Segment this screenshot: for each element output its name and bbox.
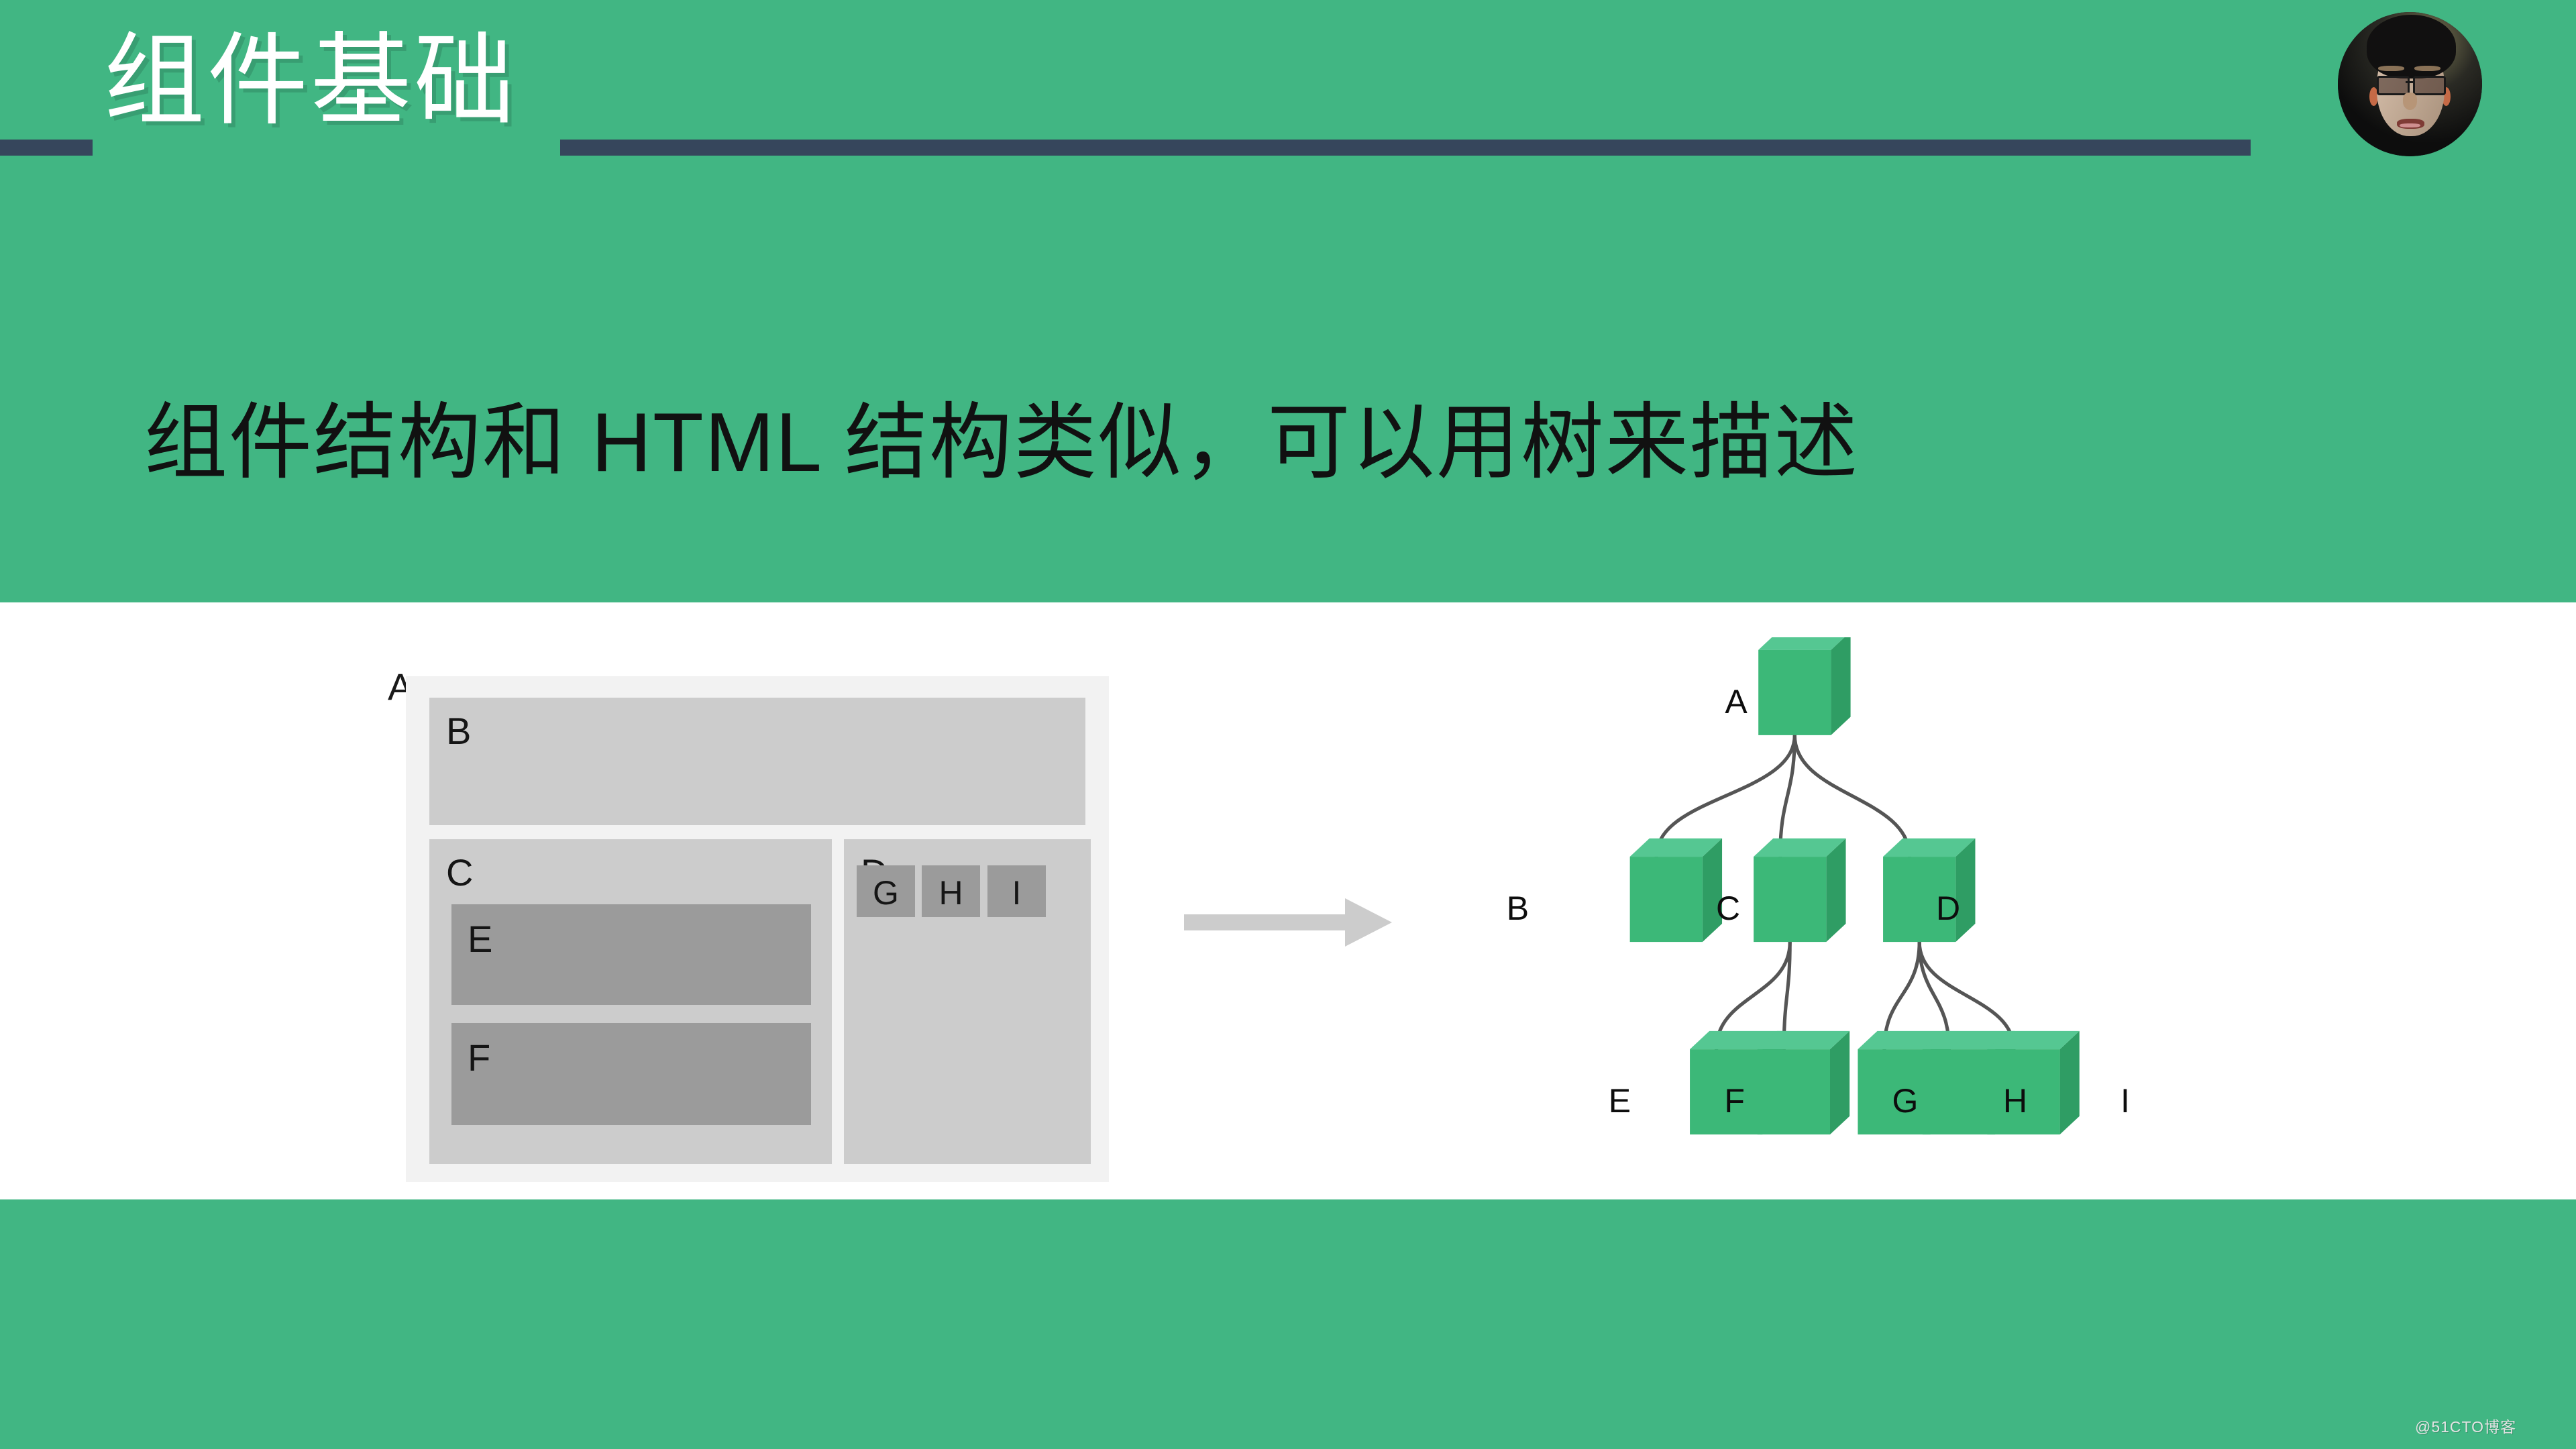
tree-node-label-i: I — [2121, 1081, 2130, 1120]
tree-node-i — [1987, 1030, 2080, 1135]
component-tree: A B C D E F G H I — [1476, 631, 2281, 1174]
headline-text: 组件结构和 HTML 结构类似，可以用树来描述 — [144, 396, 1859, 489]
tree-nodes — [1629, 631, 2080, 1135]
mock-label-b: B — [446, 710, 472, 752]
tree-node-b — [1629, 838, 1723, 943]
tree-node-f — [1757, 1030, 1850, 1135]
tree-node-c — [1754, 838, 1846, 943]
mock-panel-f — [451, 1023, 811, 1125]
mock-chip-g: G — [857, 865, 915, 917]
tree-node-label-a: A — [1725, 682, 1748, 720]
tree-node-label-e: E — [1608, 1081, 1631, 1120]
mock-label-i: I — [1012, 873, 1022, 912]
mock-panel-e — [451, 904, 811, 1005]
mock-panel-b — [429, 698, 1085, 825]
mock-label-h: H — [938, 873, 963, 912]
component-tree-svg — [1629, 631, 2080, 1135]
mock-label-e: E — [468, 918, 493, 960]
mock-chip-h: H — [922, 865, 980, 917]
page-title: 组件基础 — [104, 24, 518, 137]
avatar — [2338, 12, 2482, 156]
mock-label-g: G — [873, 873, 899, 912]
tree-node-d — [1883, 838, 1976, 943]
title-rule-left — [0, 140, 93, 156]
bottom-green-band — [0, 1199, 2576, 1449]
tree-node-a — [1758, 631, 1851, 735]
arrow-right-icon — [1184, 898, 1392, 947]
tree-node-labels: A B C D E F G H I — [1476, 637, 2281, 1174]
tree-node-label-c: C — [1715, 889, 1741, 927]
top-green-band — [0, 0, 2576, 602]
tree-node-label-f: F — [1724, 1081, 1745, 1120]
mock-label-f: F — [468, 1036, 491, 1079]
tree-node-label-d: D — [1935, 889, 1961, 927]
mock-label-c: C — [446, 851, 474, 894]
mock-chip-i: I — [987, 865, 1046, 917]
transform-arrow — [1177, 889, 1405, 956]
tree-node-label-h: H — [2002, 1081, 2028, 1120]
tree-node-label-b: B — [1506, 889, 1529, 927]
tree-node-label-g: G — [1892, 1081, 1919, 1120]
title-rule-right — [560, 140, 2251, 156]
watermark: @51CTO博客 — [2415, 1418, 2517, 1436]
